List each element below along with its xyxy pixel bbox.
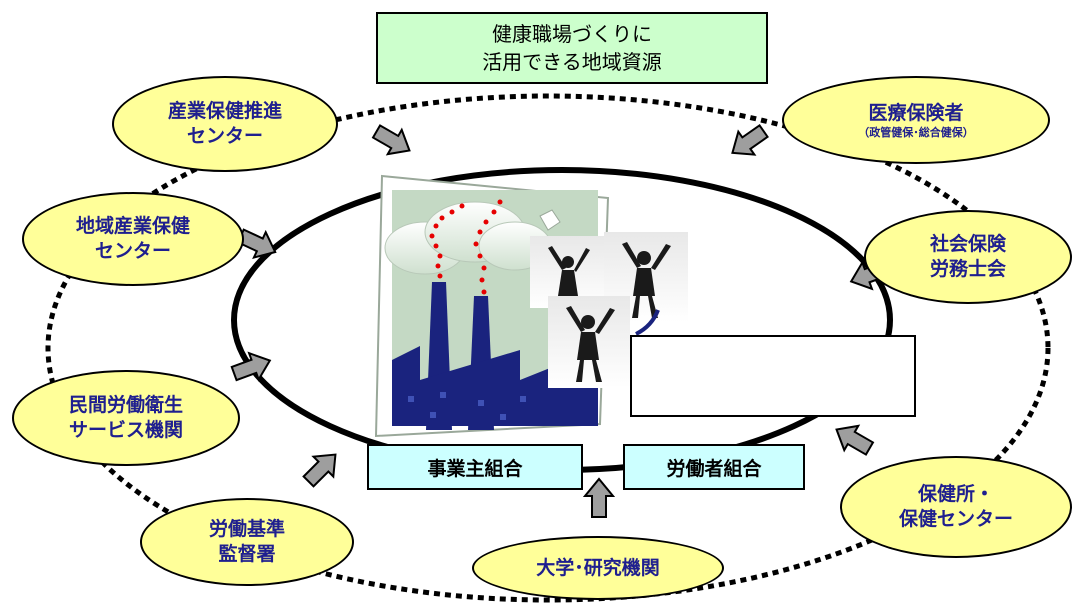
node-label-line-1: 労働基準 <box>208 518 285 540</box>
node-label-line-2: 労務士会 <box>929 258 1006 280</box>
node-label-line-1: 保健所・ <box>917 483 994 505</box>
node-label-line-1: 大学･研究機関 <box>536 556 660 579</box>
worker-union-box: 労働者組合 <box>623 444 805 490</box>
employer-union-box: 事業主組合 <box>367 444 583 490</box>
outer-network-ring <box>45 93 1051 603</box>
node-occupational-health-promotion-center: 産業保健推進 センター <box>112 76 338 172</box>
node-label-line-1: 地域産業保健 <box>75 215 190 237</box>
node-label-line-1: 社会保険 <box>929 233 1006 255</box>
block-arrow-icon <box>230 351 272 382</box>
node-universities-research-institutes: 大学･研究機関 <box>472 536 724 600</box>
worker-union-label: 労働者組合 <box>666 457 762 480</box>
cheering-people-photos <box>530 232 688 388</box>
node-label-line-1: 医療保険者 <box>868 101 964 124</box>
node-public-health-center: 保健所・ 保健センター <box>840 456 1072 558</box>
node-label-line-2: センター <box>94 240 171 262</box>
block-arrow-icon <box>302 453 337 488</box>
title-line-1: 健康職場づくりに <box>492 22 652 46</box>
node-regional-occupational-health-center: 地域産業保健 センター <box>22 192 244 286</box>
blank-text-box <box>630 335 916 417</box>
block-arrow-icon <box>731 123 769 156</box>
node-private-occupational-health-service: 民間労働衛生 サービス機関 <box>12 370 240 466</box>
employer-union-label: 事業主組合 <box>427 457 523 480</box>
node-label-line-2: センター <box>186 125 263 147</box>
node-health-insurers: 医療保険者 （政管健保･総合健保） <box>782 76 1050 164</box>
node-label-line-2: サービス機関 <box>68 419 183 441</box>
node-labor-standards-inspection-office: 労働基準 監督署 <box>140 498 354 586</box>
node-label-sub: （政管健保･総合健保） <box>858 125 974 139</box>
node-labor-social-security-attorneys-association: 社会保険 労務士会 <box>864 210 1072 304</box>
diagram-title-box: 健康職場づくりに 活用できる地域資源 <box>376 12 768 84</box>
node-label-line-1: 民間労働衛生 <box>68 394 183 416</box>
node-label-line-2: 監督署 <box>218 543 276 565</box>
block-arrow-icon <box>835 424 875 456</box>
node-label-line-2: 保健センター <box>898 508 1013 530</box>
node-label-line-1: 産業保健推進 <box>167 100 282 122</box>
block-arrow-icon <box>582 477 616 518</box>
title-line-2: 活用できる地域資源 <box>482 50 662 74</box>
block-arrow-icon <box>371 124 411 156</box>
